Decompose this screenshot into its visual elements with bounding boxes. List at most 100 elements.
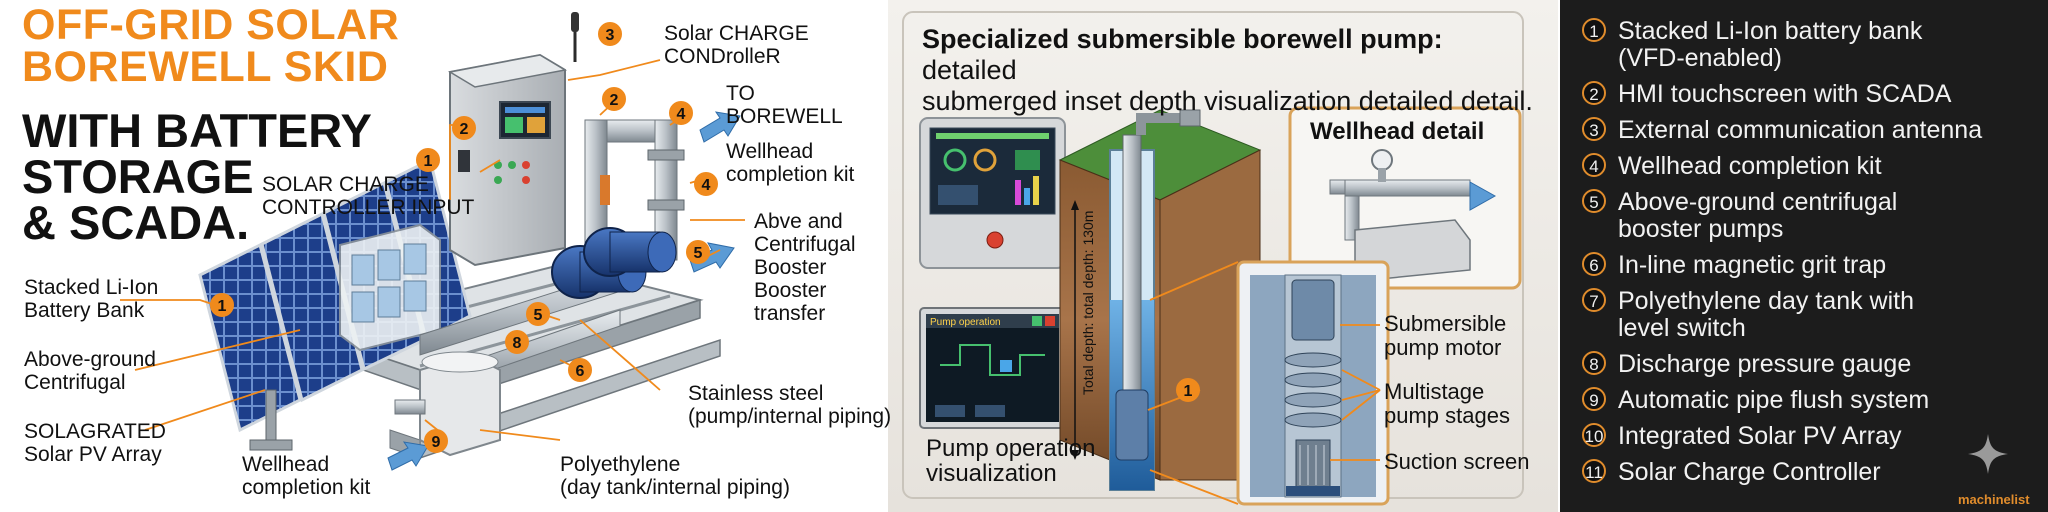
legend-number-badge: 6 [1582,252,1606,276]
callout-line: SOLAGRATED [24,420,166,443]
callout-line: Stacked Li-Ion [24,276,158,299]
callout-wellhead-bottom: Wellhead completion kit [242,453,370,499]
callout-submersible-motor: Submersible pump motor [1384,312,1506,360]
marker-5: 5 [686,240,710,264]
callout-line: completion kit [242,476,370,499]
callout-line: Centrifugal [24,371,156,394]
middle-title-rest: detailed [922,55,1017,85]
middle-title-bold: Specialized submersible borewell pump: [922,24,1443,54]
callout-to-borewell: TO BOREWELL [726,82,843,128]
callout-line: Centrifugal [754,233,856,256]
marker-1b: 1 [210,293,234,317]
callout-line: CONTROLLER INPUT [262,196,474,219]
legend-number-badge: 2 [1582,81,1606,105]
legend-number-badge: 8 [1582,351,1606,375]
legend-number-badge: 9 [1582,387,1606,411]
legend-item-text: Stacked Li-Ion battery bank [1618,18,1982,45]
marker-4: 4 [669,101,693,125]
marker-2: 2 [452,116,476,140]
marker-3: 3 [598,22,622,46]
hmi-screen [920,118,1065,268]
marker-5b: 5 [526,302,550,326]
callout-line: Abve and [754,210,856,233]
legend-item-text: HMI touchscreen with SCADA [1618,81,1982,108]
callout-above-centrifugal: Abve and Centrifugal Booster Booster tra… [754,210,856,325]
marker-1: 1 [416,148,440,172]
legend-item: 1 Stacked Li-Ion battery bank(VFD-enabled… [1582,18,1982,72]
pump-operation-visualization: Pump operation visualization [926,436,1095,486]
legend-item-text: Integrated Solar PV Array [1618,423,1982,450]
middle-title: Specialized submersible borewell pump: d… [922,24,1542,117]
legend-item: 8 Discharge pressure gauge [1582,351,1982,378]
callout-suction-screen: Suction screen [1384,450,1530,474]
legend-item-text: Discharge pressure gauge [1618,351,1982,378]
legend-item: 6 In-line magnetic grit trap [1582,252,1982,279]
pump-operation-panel: Pump operation [920,308,1065,428]
callout-line: visualization [926,461,1095,486]
legend-panel: 1 Stacked Li-Ion battery bank(VFD-enabled… [1560,0,2048,512]
callout-line: (day tank/internal piping) [560,476,790,499]
legend-list: 1 Stacked Li-Ion battery bank(VFD-enabled… [1582,18,1982,495]
title-line-3: WITH BATTERY [22,108,372,154]
legend-item-text: level switch [1618,315,1982,342]
callout-line: Battery Bank [24,299,158,322]
callout-line: Booster [754,256,856,279]
callout-line: Above-ground [24,348,156,371]
wellhead-detail-label: Wellhead detail [1310,118,1484,146]
hmi-title: Pump operation [930,317,1001,328]
callout-line: Wellhead [242,453,370,476]
legend-item-text: In-line magnetic grit trap [1618,252,1982,279]
total-depth-label: Total depth: total depth: 130m [1080,211,1096,395]
legend-number-badge: 3 [1582,117,1606,141]
legend-item: 9 Automatic pipe flush system [1582,387,1982,414]
legend-number-badge: 4 [1582,153,1606,177]
legend-number-badge: 10 [1582,423,1606,447]
marker-4b: 4 [694,172,718,196]
legend-item: 2 HMI touchscreen with SCADA [1582,81,1982,108]
marker-8: 8 [505,330,529,354]
callout-line: Polyethylene [560,453,790,476]
callout-line: Solar CHARGE [664,22,809,45]
sparkle-icon [1966,432,2010,476]
middle-marker-1: 1 [1176,378,1200,402]
legend-item-text: Wellhead completion kit [1618,153,1982,180]
logo: machinelist [1958,492,2030,507]
callout-battery-bank: Stacked Li-Ion Battery Bank [24,276,158,322]
callout-wellhead-top: Wellhead completion kit [726,140,854,186]
booster-pumps [552,228,676,298]
callout-stainless: Stainless steel (pump/internal piping) [688,382,891,428]
callout-line: BOREWELL [726,105,843,128]
callout-line: (pump/internal piping) [688,405,891,428]
callout-line: Submersible [1384,312,1506,336]
legend-item: 3 External communication antenna [1582,117,1982,144]
callout-line: SOLAR CHARGE [262,173,474,196]
callout-line: Multistage [1384,380,1510,404]
middle-title-line-2: submerged inset depth visualization deta… [922,86,1542,117]
callout-line: Wellhead [726,140,854,163]
legend-item-text: (VFD-enabled) [1618,45,1982,72]
title-line-1: OFF-GRID SOLAR [22,4,399,46]
marker-6: 6 [568,358,592,382]
legend-item: 11 Solar Charge Controller [1582,459,1982,486]
callout-line: completion kit [726,163,854,186]
legend-number-badge: 1 [1582,18,1606,42]
callout-line: pump motor [1384,336,1506,360]
legend-item-text: Polyethylene day tank with [1618,288,1982,315]
legend-number-badge: 11 [1582,459,1606,483]
callout-line: Stainless steel [688,382,891,405]
borehole-cross-section: Total depth: total depth: 130m [1060,110,1260,490]
callout-line: Pump operation [926,436,1095,461]
legend-item: 10 Integrated Solar PV Array [1582,423,1982,450]
callout-line: transfer [754,302,856,325]
legend-number-badge: 5 [1582,189,1606,213]
legend-item-text: External communication antenna [1618,117,1982,144]
callout-line: pump stages [1384,404,1510,428]
title-line-2: BOREWELL SKID [22,46,399,88]
callout-line: Booster [754,279,856,302]
legend-item-text: Automatic pipe flush system [1618,387,1982,414]
legend-item: 4 Wellhead completion kit [1582,153,1982,180]
legend-item-text: Solar Charge Controller [1618,459,1982,486]
callout-multistage: Multistage pump stages [1384,380,1510,428]
